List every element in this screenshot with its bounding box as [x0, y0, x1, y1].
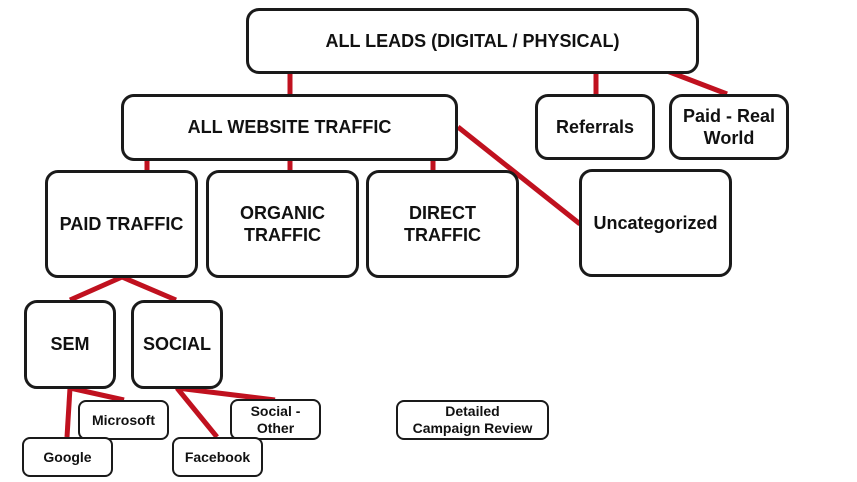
node-microsoft[interactable]: Microsoft	[78, 400, 169, 440]
node-label: PAID TRAFFIC	[59, 213, 184, 234]
connector-all-leads-to-paid-real-world	[666, 68, 728, 97]
node-all-website-traffic[interactable]: ALL WEBSITE TRAFFIC	[121, 94, 458, 161]
connector-sem-to-google	[64, 387, 73, 438]
node-organic-traffic[interactable]: ORGANIC TRAFFIC	[206, 170, 359, 278]
node-label: Facebook	[184, 448, 251, 465]
connector-paid-traffic-to-social	[121, 274, 177, 303]
node-label: Google	[43, 448, 92, 465]
node-label: ALL LEADS (DIGITAL / PHYSICAL)	[325, 30, 620, 51]
node-google[interactable]: Google	[22, 437, 113, 477]
node-label: Microsoft	[92, 411, 155, 428]
node-sem[interactable]: SEM	[24, 300, 116, 389]
node-facebook[interactable]: Facebook	[172, 437, 263, 477]
node-label: Paid - Real World	[682, 105, 776, 149]
node-label: DIRECT TRAFFIC	[404, 202, 481, 246]
node-label: SOCIAL	[142, 334, 211, 355]
node-direct-traffic[interactable]: DIRECT TRAFFIC	[366, 170, 519, 278]
connector-all-website-traffic-to-uncategorized	[456, 125, 582, 226]
connector-social-to-facebook	[175, 386, 219, 439]
node-paid-real-world[interactable]: Paid - Real World	[669, 94, 789, 160]
node-referrals[interactable]: Referrals	[535, 94, 655, 160]
connector-social-to-social-other	[176, 385, 276, 403]
connector-sem-to-microsoft	[69, 385, 125, 403]
node-social[interactable]: SOCIAL	[131, 300, 223, 389]
node-label: Uncategorized	[593, 212, 718, 233]
node-label: SEM	[50, 334, 90, 355]
node-all-leads[interactable]: ALL LEADS (DIGITAL / PHYSICAL)	[246, 8, 699, 74]
node-detailed-campaign-review[interactable]: Detailed Campaign Review	[396, 400, 549, 440]
node-paid-traffic[interactable]: PAID TRAFFIC	[45, 170, 198, 278]
node-label: Social - Other	[250, 402, 301, 436]
node-label: ALL WEBSITE TRAFFIC	[187, 117, 392, 138]
node-uncategorized[interactable]: Uncategorized	[579, 169, 732, 277]
node-label: Detailed Campaign Review	[412, 403, 533, 436]
node-label: Referrals	[555, 116, 635, 137]
connector-paid-traffic-to-sem	[68, 274, 124, 303]
node-social-other[interactable]: Social - Other	[230, 399, 321, 440]
node-label: ORGANIC TRAFFIC	[240, 202, 325, 246]
